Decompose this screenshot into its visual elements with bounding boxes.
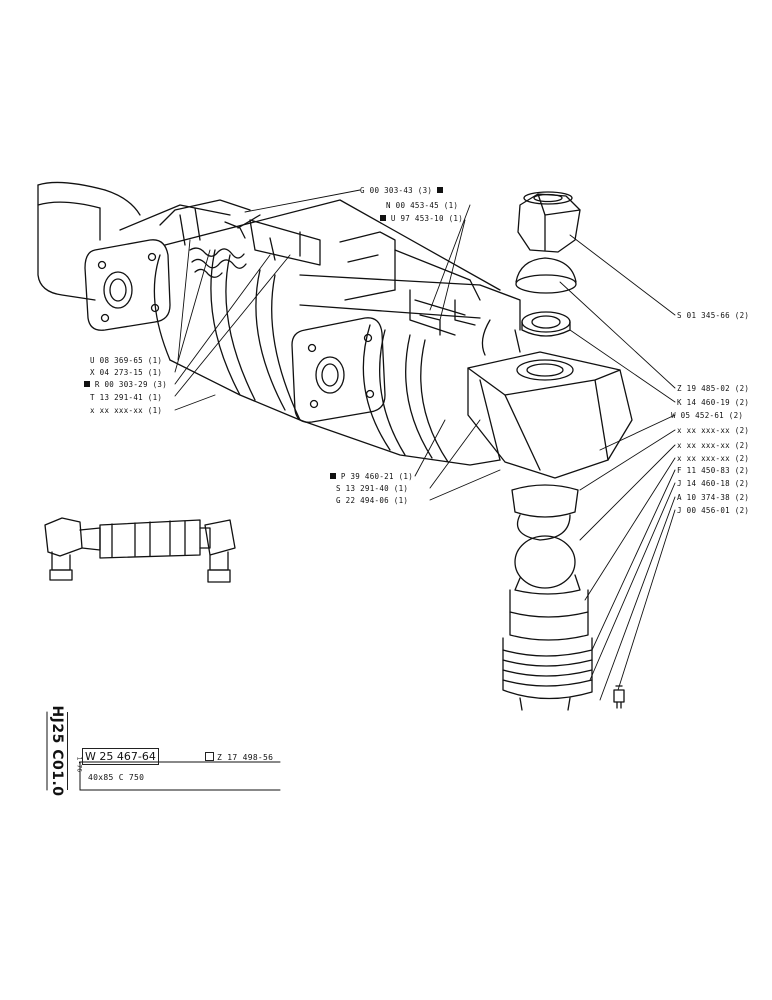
label-s13: S 13 291-40 (1): [336, 484, 409, 493]
label-s01: S 01 345-66 (2): [677, 311, 750, 320]
centre-flange: [291, 317, 386, 423]
label-xx2a: x xx xxx-xx (2): [677, 426, 750, 435]
rod-upper: [299, 274, 521, 331]
leader-lines: [174, 189, 676, 701]
label-u97: U 97 453-10 (1): [380, 214, 463, 223]
label-r00: R 00 303-29 (3): [84, 380, 167, 389]
label-p39: P 39 460-21 (1): [330, 472, 413, 481]
rear-mount-block: [37, 181, 141, 301]
label-t13: T 13 291-41 (1): [90, 393, 163, 402]
reference-box-icon: [205, 752, 214, 761]
exploded-nut: [517, 191, 581, 253]
dimensions: 40x85 C 750: [88, 773, 145, 782]
label-g22: G 22 494-06 (1): [336, 496, 409, 505]
label-z19: Z 19 485-02 (2): [677, 384, 750, 393]
label-u08: U 08 369-65 (1): [90, 356, 163, 365]
alt-reference: Z 17 498-56: [205, 752, 273, 762]
label-xx2b: x xx xxx-xx (2): [677, 441, 750, 450]
label-w05: W 05 452-61 (2): [671, 411, 744, 420]
cutaway-internals: [119, 199, 481, 336]
rod-end-block: [467, 319, 633, 479]
drawing-code: HJ25 C01.0: [47, 705, 68, 797]
label-f11: F 11 450-83 (2): [677, 466, 750, 475]
assembled-view: [44, 517, 236, 583]
ball-joint-stack: [502, 484, 593, 711]
label-n00: N 00 453-45 (1): [386, 201, 459, 210]
label-a10: A 10 374-38 (2): [677, 493, 750, 502]
label-x04: X 04 273-15 (1): [90, 368, 163, 377]
label-j14: J 14 460-18 (2): [677, 479, 750, 488]
label-g00: G 00 303-43 (3): [360, 186, 444, 195]
cylinder-barrel: [153, 199, 501, 466]
label-k14: K 14 460-19 (2): [677, 398, 750, 407]
part-number: W 25 467-64: [82, 748, 159, 765]
label-xx1: x xx xxx-xx (1): [90, 406, 163, 415]
exploded-washer: [521, 311, 571, 337]
label-j00: J 00 456-01 (2): [677, 506, 750, 515]
exploded-cap: [515, 257, 577, 294]
grease-nipple: [613, 685, 625, 709]
label-xx2c: x xx xxx-xx (2): [677, 454, 750, 463]
title-block-rules: [46, 711, 281, 791]
